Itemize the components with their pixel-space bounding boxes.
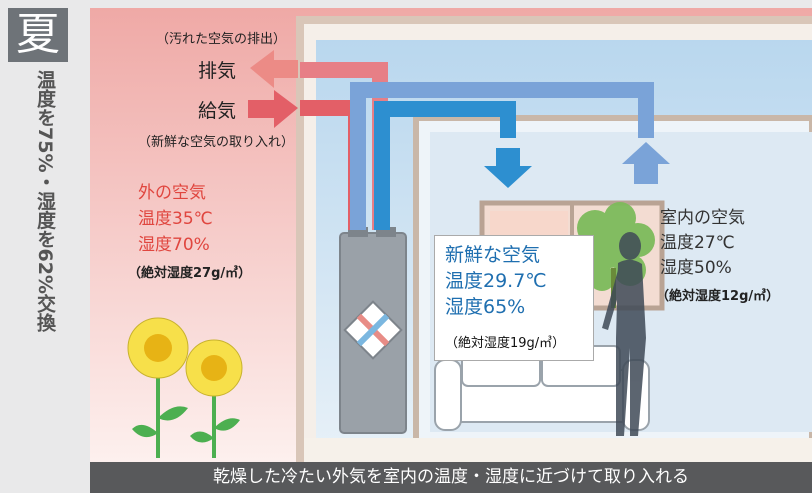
supply-note: （新鮮な空気の取り入れ）	[138, 135, 295, 150]
fresh-absolute: （絶対湿度19g/㎥）	[445, 336, 566, 351]
floor	[304, 438, 812, 462]
indoor-title: 室内の空気	[660, 208, 745, 228]
indoor-supply-duct	[374, 101, 516, 230]
exhaust-label: 排気	[198, 60, 237, 82]
ventilation-diagram: （汚れた空気の排出） 排気 給気 （新鮮な空気の取り入れ） 外の空気 温度35℃…	[90, 8, 812, 462]
exhaust-note: （汚れた空気の排出）	[156, 32, 287, 47]
supply-label: 給気	[198, 100, 237, 122]
indoor-humidity: 湿度50%	[660, 258, 732, 278]
heat-exchanger-icon	[343, 300, 403, 360]
fresh-temp: 温度29.7℃	[445, 270, 547, 292]
supply-down-arrow	[484, 148, 532, 188]
outside-title: 外の空気	[138, 183, 206, 203]
house-wall	[296, 16, 812, 462]
fresh-air-box: 新鮮な空気 温度29.7℃ 湿度65% （絶対湿度19g/㎥）	[434, 235, 594, 361]
footer-caption: 乾燥した冷たい外気を室内の温度・湿度に近づけて取り入れる	[90, 462, 812, 493]
outside-absolute: （絶対湿度27g/㎥）	[128, 266, 252, 281]
sunflowers	[127, 317, 243, 458]
supply-arrow	[248, 90, 298, 128]
exchange-rate-caption: 温度を75%・湿度を62%交換	[34, 70, 56, 332]
fresh-title: 新鮮な空気	[445, 244, 541, 266]
indoor-temp: 温度27℃	[660, 233, 735, 253]
fresh-humidity: 湿度65%	[445, 296, 526, 318]
indoor-absolute: （絶対湿度12g/㎥）	[656, 289, 780, 304]
person-silhouette	[602, 232, 646, 436]
indoor-exhaust-duct	[350, 82, 654, 230]
season-badge: 夏	[8, 8, 68, 62]
outside-temp: 温度35℃	[138, 209, 213, 229]
exhaust-up-arrow	[622, 142, 670, 184]
exhaust-arrow	[250, 50, 298, 88]
outside-humidity: 湿度70%	[138, 235, 210, 255]
